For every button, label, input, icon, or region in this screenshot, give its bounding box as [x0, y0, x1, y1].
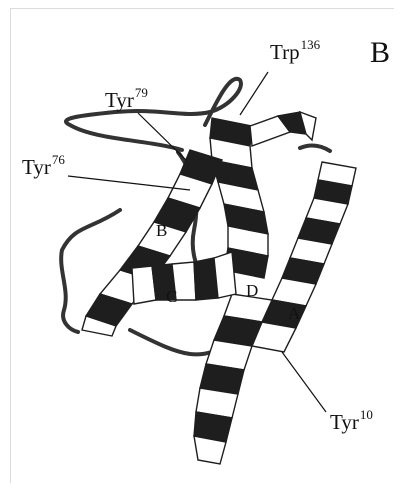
leader-tyr76 [68, 176, 190, 190]
label-tyr10-name: Tyr [330, 410, 359, 434]
label-tyr76: Tyr76 [22, 155, 65, 178]
helix-label-c: C [166, 288, 177, 305]
helix-label-b: B [156, 222, 167, 239]
helix-c-turn [214, 252, 236, 298]
helix-top [250, 112, 316, 146]
helix-label-d: D [246, 282, 258, 299]
leader-trp136 [240, 72, 268, 115]
label-tyr79: Tyr79 [105, 88, 148, 111]
leader-tyr10 [282, 352, 326, 412]
label-trp136: Trp136 [270, 40, 320, 63]
label-tyr76-name: Tyr [22, 155, 51, 179]
loop-right-top [300, 145, 330, 151]
panel-label: B [370, 38, 390, 68]
label-trp136-name: Trp [270, 40, 300, 64]
helix-b [82, 150, 222, 336]
label-tyr79-num: 79 [135, 85, 148, 100]
label-tyr79-name: Tyr [105, 88, 134, 112]
leader-tyr79 [138, 113, 186, 160]
label-tyr76-num: 76 [52, 152, 65, 167]
label-trp136-num: 136 [301, 37, 321, 52]
label-tyr10-num: 10 [360, 407, 373, 422]
helix-label-a: A [288, 305, 300, 322]
label-tyr10: Tyr10 [330, 410, 373, 433]
